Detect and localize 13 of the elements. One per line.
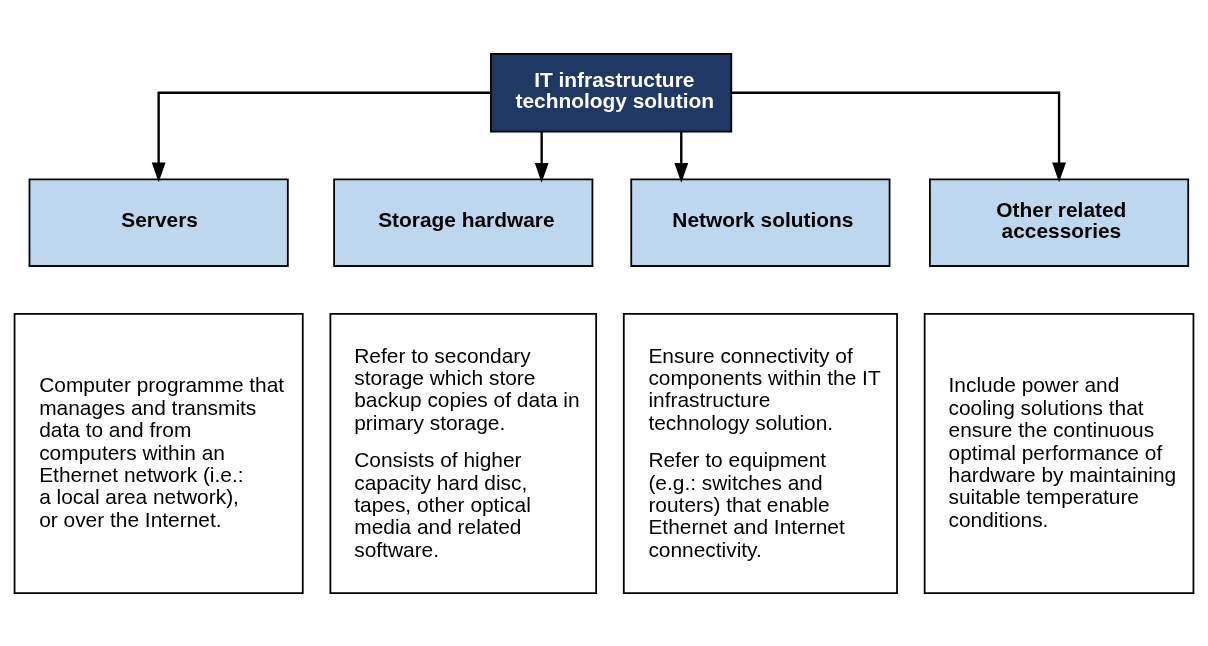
node-box: Network solutions: [630, 178, 891, 267]
node-box: Refer to secondary storage which store backup copies of data in primary storage. Consists of higher capacity hard disc, tapes, other optical media and related software.: [329, 312, 598, 594]
node-box: Ensure connectivity of components within the IT infrastructure technology solution. Refer to equipment (e.g.: switches and routers) that enable Ethernet and Internet connectivity.: [622, 312, 898, 594]
arrow: [674, 131, 689, 183]
arrow: [151, 91, 491, 182]
arrow: [534, 131, 549, 183]
node-box: IT infrastructure technology solution: [490, 52, 733, 132]
node-box: Include power and cooling solutions that ensure the continuous optimal performance of hardware by maintaining suitable temperature conditions.: [923, 312, 1195, 594]
node-box: Other related accessories: [929, 178, 1190, 267]
arrow: [731, 91, 1066, 182]
node-box: Servers: [28, 178, 289, 267]
node-box: Computer programme that manages and transmits data to and from computers within an Ethernet network (i.e.: a local area network), or over the Internet.: [13, 312, 304, 594]
node-box: Storage hardware: [333, 178, 594, 267]
